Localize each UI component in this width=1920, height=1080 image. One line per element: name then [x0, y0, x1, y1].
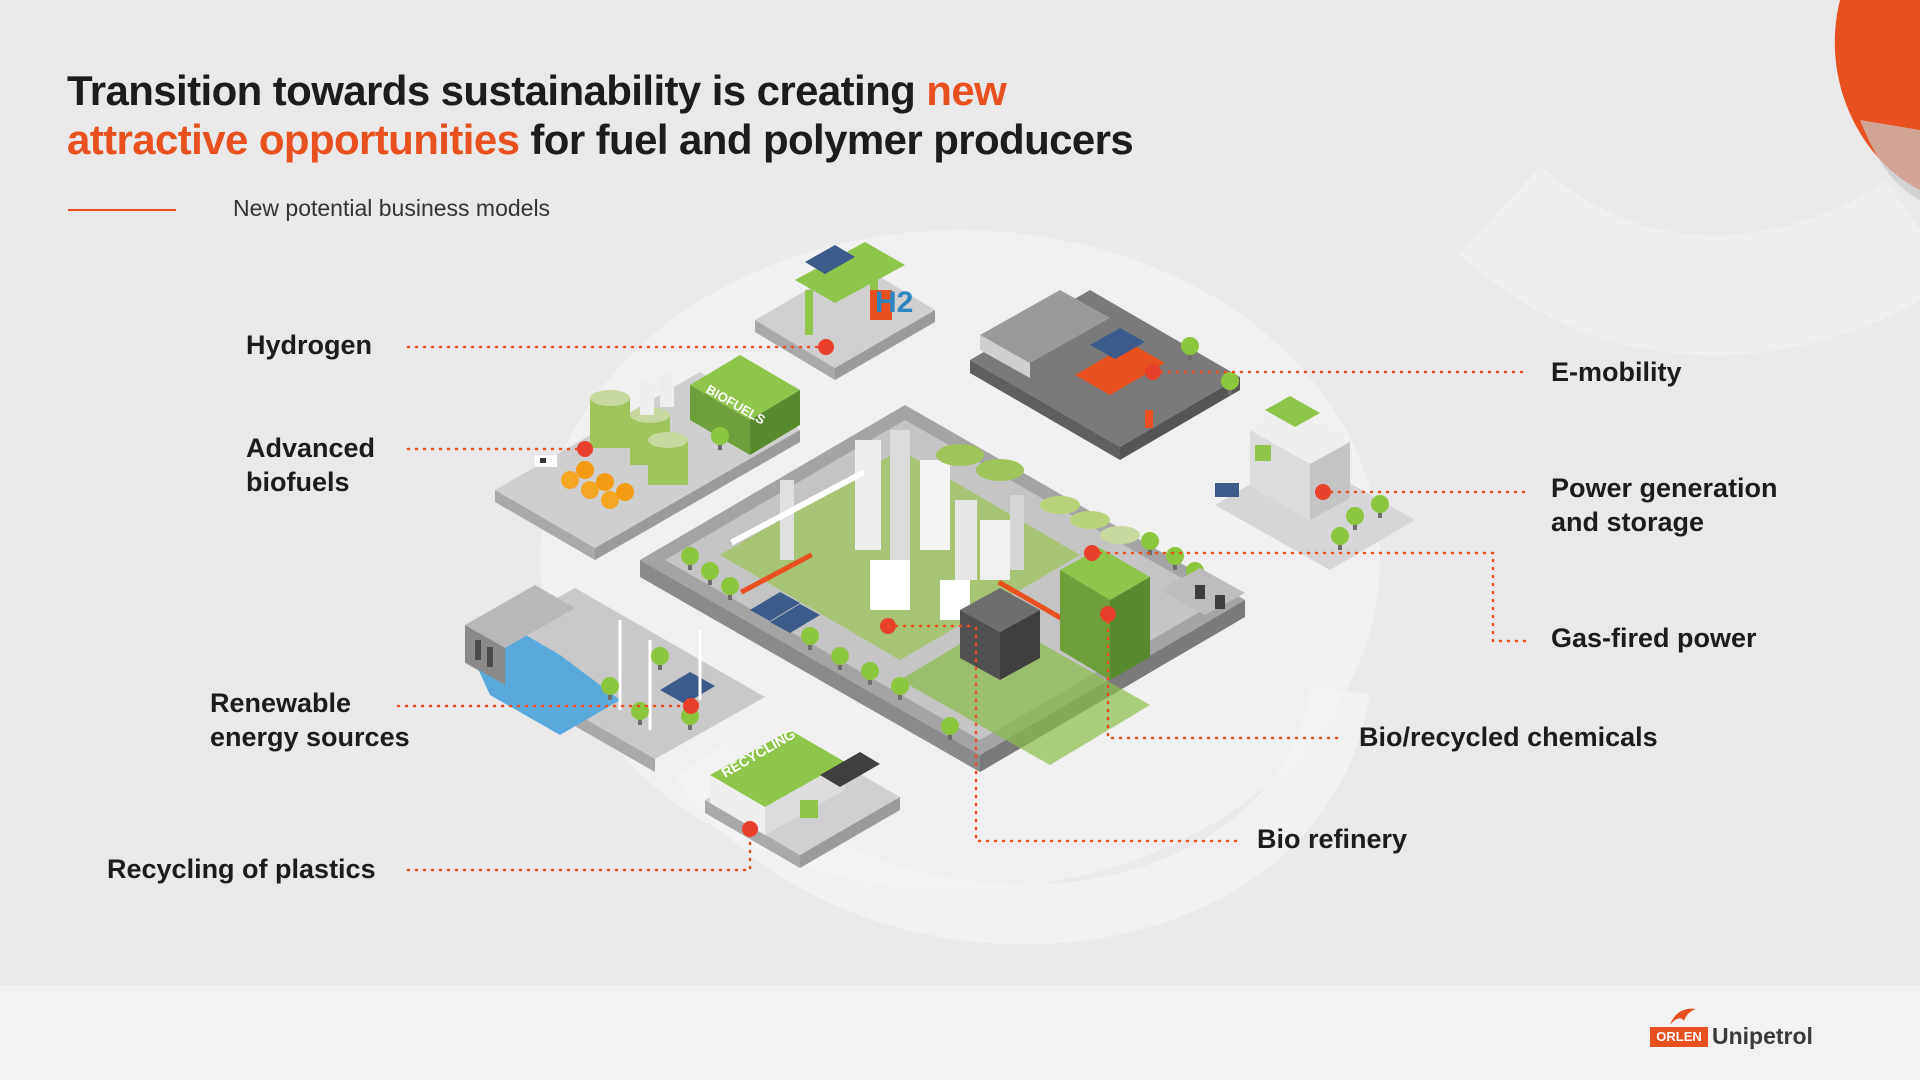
label-renewable-energy: Renewable energy sources [210, 686, 410, 754]
unipetrol-wordmark: Unipetrol [1712, 1023, 1813, 1049]
label-gas-fired-power: Gas-fired power [1551, 623, 1757, 653]
connector-bio-recycled-chemicals [1106, 612, 1342, 740]
label-power-generation-line1: Power generation [1551, 473, 1778, 503]
label-renewable-line1: Renewable [210, 688, 352, 718]
biofuels-facility: BIOFUELS [495, 355, 800, 560]
label-advanced-biofuels-line2: biofuels [246, 467, 350, 497]
connector-recycling [406, 830, 752, 872]
connector-gas-fired [1090, 551, 1527, 643]
marker-bio-recycled-chemicals [1100, 606, 1116, 622]
subtitle: New potential business models [233, 195, 551, 221]
marker-recycling [742, 821, 758, 837]
footer-band [0, 985, 1920, 1080]
orlen-badge: ORLEN [1650, 1027, 1708, 1047]
label-advanced-biofuels: Advanced biofuels [246, 431, 375, 499]
title-part2: for fuel and polymer producers [519, 116, 1134, 163]
label-e-mobility: E-mobility [1551, 357, 1682, 387]
marker-e-mobility [1145, 364, 1161, 380]
marker-advanced-biofuels [577, 441, 593, 457]
connector-bio-refinery [974, 626, 1242, 843]
title-highlight: new attractive opportunities [67, 67, 1007, 163]
power-generation-building [1215, 396, 1415, 570]
hydrogen-station: H2 [755, 242, 935, 380]
label-hydrogen: Hydrogen [246, 330, 373, 360]
markers [577, 339, 1331, 837]
marker-gas-fired [1084, 545, 1100, 561]
label-renewable-line2: energy sources [210, 722, 410, 752]
label-power-generation: Power generation and storage [1551, 471, 1778, 539]
title-part1: Transition towards sustainability is cre… [67, 67, 927, 114]
gas-fired-power-plant [1160, 568, 1245, 615]
marker-hydrogen [818, 339, 834, 355]
label-bio-refinery: Bio refinery [1257, 824, 1408, 854]
label-recycling-plastics: Recycling of plastics [107, 854, 376, 884]
orlen-eagle-icon [1670, 1008, 1696, 1025]
label-bio-recycled-chemicals: Bio/recycled chemicals [1359, 722, 1658, 752]
orlen-unipetrol-logo: ORLEN Unipetrol [1650, 1005, 1820, 1055]
e-mobility-station [970, 290, 1240, 460]
marker-power-generation [1315, 484, 1331, 500]
label-power-generation-line2: and storage [1551, 507, 1705, 537]
subtitle-accent-line [68, 209, 176, 211]
slide-title: Transition towards sustainability is cre… [67, 66, 1187, 164]
connector-lines [396, 345, 1527, 872]
hydrogen-sign: H2 [875, 286, 913, 319]
marker-renewable [683, 698, 699, 714]
renewable-energy-site [465, 585, 765, 772]
recycling-plant: RECYCLING [705, 725, 900, 868]
label-advanced-biofuels-line1: Advanced [246, 433, 376, 463]
refinery-platform [640, 405, 1245, 772]
